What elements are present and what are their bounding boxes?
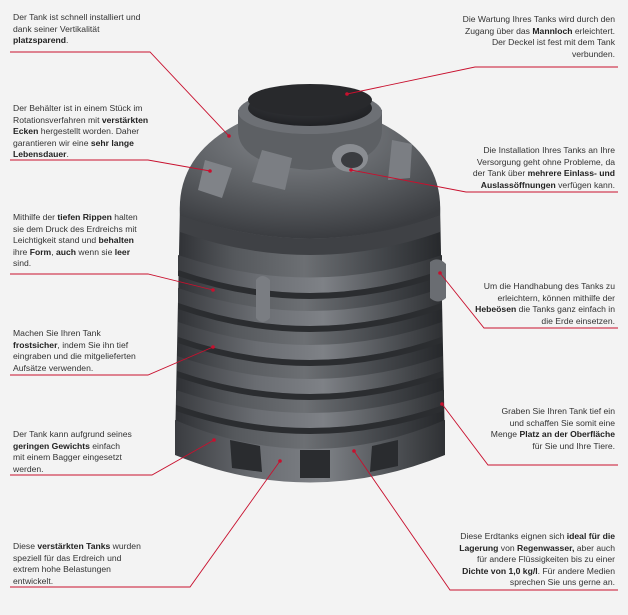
callout-text: Der Tank ist schnell installiert und dan… bbox=[13, 12, 141, 34]
tank bbox=[175, 84, 446, 483]
callout-emphasis: geringen Gewichts bbox=[13, 440, 90, 451]
callout-text: Diese bbox=[13, 541, 38, 551]
callout-text: Graben Sie Ihren Tank tief ein und schaf… bbox=[490, 406, 615, 440]
callout-emphasis: tiefen Rippen bbox=[57, 212, 112, 222]
callout-text: halten sie dem Druck des Erdreichs mit L… bbox=[13, 212, 138, 246]
callout-emphasis: sehr lange Lebensdauer bbox=[13, 137, 134, 160]
callout-text: Die Wartung Ihres Tanks wird durch den Z… bbox=[462, 14, 615, 36]
callout-text: sind. bbox=[13, 258, 32, 269]
callout-text: . bbox=[66, 35, 69, 46]
callout-text: , bbox=[51, 246, 56, 257]
callout-emphasis: behalten bbox=[98, 235, 134, 246]
callout-deep-ribs: Mithilfe der tiefen Rippen halten sie de… bbox=[13, 212, 143, 270]
callout-text: Die Installation Ihres Tanks an Ihre Ver… bbox=[472, 145, 615, 179]
callout-low-weight: Der Tank kann aufgrund seines geringen G… bbox=[13, 429, 133, 475]
callout-emphasis: Regenwasser, bbox=[517, 542, 575, 553]
callout-emphasis: verstärkten Ecken bbox=[13, 114, 149, 137]
callout-text: hergestellt worden. Daher garantieren wi… bbox=[13, 126, 140, 148]
callout-text: die Tanks ganz einfach in die Erde einse… bbox=[516, 304, 615, 326]
callout-text: Machen Sie Ihren Tank bbox=[13, 328, 101, 338]
callout-emphasis: Dichte von 1,0 kg/l bbox=[462, 565, 538, 576]
callout-text: wenn sie bbox=[76, 246, 115, 257]
callout-surface-space: Graben Sie Ihren Tank tief ein und schaf… bbox=[485, 406, 615, 452]
callout-text: . Für andere Medien sprechen Sie uns ger… bbox=[509, 565, 615, 588]
callout-text: einfach mit einem Bagger eingesetzt werd… bbox=[13, 440, 122, 474]
callout-manhole: Die Wartung Ihres Tanks wird durch den Z… bbox=[453, 14, 615, 60]
callout-text: ihre bbox=[13, 246, 30, 257]
callout-text: Der Behälter ist in einem Stück im Rotat… bbox=[13, 103, 143, 125]
callout-emphasis: mehrere Einlass- und Auslassöffnungen bbox=[480, 168, 615, 190]
callout-text: Um die Handhabung des Tanks zu erleichte… bbox=[483, 281, 615, 303]
callout-emphasis: Form bbox=[29, 246, 52, 257]
callout-emphasis: auch bbox=[55, 246, 77, 257]
leader-lines bbox=[10, 51, 618, 591]
callout-text: Der Tank kann aufgrund seines bbox=[13, 429, 132, 439]
callout-text: erleichtert. Der Deckel ist fest mit dem… bbox=[491, 25, 615, 59]
callout-reinforced-tanks: Diese verstärkten Tanks wurden speziell … bbox=[13, 541, 148, 587]
callout-text: Diese Erdtanks eignen sich bbox=[460, 531, 567, 541]
callout-text: , indem Sie ihn tief eingraben und die m… bbox=[13, 339, 136, 373]
inlet-outlets bbox=[198, 140, 412, 198]
callout-rotational-molding: Der Behälter ist in einem Stück im Rotat… bbox=[13, 103, 155, 161]
callout-text: für Sie und Ihre Tiere. bbox=[532, 440, 615, 451]
callout-emphasis: platzsparend bbox=[13, 35, 67, 46]
callout-emphasis: Mannloch bbox=[532, 25, 573, 36]
callout-emphasis: frostsicher bbox=[13, 339, 58, 350]
callout-installation-speed: Der Tank ist schnell installiert und dan… bbox=[13, 12, 148, 47]
callout-emphasis: Hebeösen bbox=[475, 304, 517, 315]
callout-lifting-eyes: Um die Handhabung des Tanks zu erleichte… bbox=[475, 281, 615, 327]
callout-emphasis: ideal für die Lagerung bbox=[459, 531, 615, 553]
callout-inlets-outlets: Die Installation Ihres Tanks an Ihre Ver… bbox=[467, 145, 615, 191]
callout-text: von bbox=[498, 542, 518, 553]
callout-text: aber auch für andere Flüssigkeiten bis z… bbox=[476, 542, 615, 565]
callout-text: Mithilfe der bbox=[13, 212, 58, 222]
callout-rainwater-storage: Diese Erdtanks eignen sich ideal für die… bbox=[455, 531, 615, 589]
tank-ribs bbox=[176, 255, 444, 434]
lifting-eye-right bbox=[430, 259, 446, 302]
callout-text: wurden speziell für das Erdreich und ext… bbox=[13, 541, 141, 586]
callout-text: verfügen kann. bbox=[555, 179, 615, 190]
callout-emphasis: Platz an der Oberfläche bbox=[519, 429, 615, 440]
callout-emphasis: leer bbox=[114, 246, 131, 257]
lifting-eye-left bbox=[256, 276, 270, 322]
callout-emphasis: verstärkten Tanks bbox=[37, 541, 111, 551]
callout-text: . bbox=[66, 149, 69, 160]
callout-frost-protection: Machen Sie Ihren Tank frostsicher, indem… bbox=[13, 328, 145, 374]
